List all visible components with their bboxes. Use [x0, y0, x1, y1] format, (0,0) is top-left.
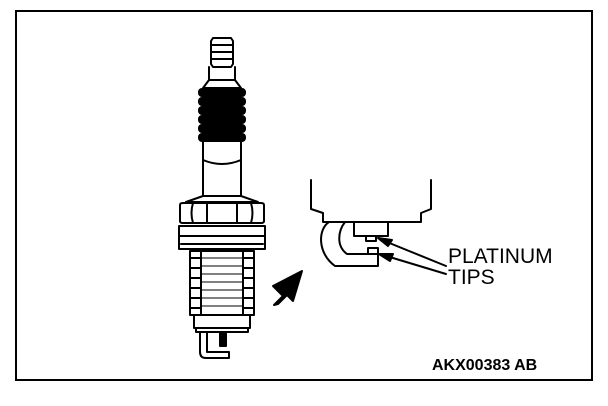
gasket — [178, 225, 266, 250]
insulator-top — [202, 79, 242, 89]
diagram-frame — [15, 10, 593, 381]
ground-electrode — [199, 331, 230, 359]
figure-code: AKX00383 AB — [432, 357, 538, 374]
detail-insulator — [353, 221, 389, 237]
platinum-tips-label-line2: TIPS — [448, 266, 495, 289]
hex-nut — [179, 202, 265, 224]
electrode-detail — [310, 179, 432, 267]
terminal-nut — [210, 37, 234, 68]
terminal-stem — [208, 66, 236, 81]
insulator-body — [202, 141, 242, 197]
insulator-ribs — [198, 88, 246, 142]
callout-leaders — [377, 237, 447, 275]
detail-ground-tip — [367, 247, 379, 255]
center-electrode — [219, 331, 227, 347]
detail-shell — [310, 179, 432, 223]
pointer-arrow — [272, 270, 303, 306]
threaded-body — [189, 250, 255, 316]
detail-ground-electrode — [320, 221, 379, 267]
platinum-tips-label-line1: PLATINUM — [448, 245, 553, 268]
detail-center-tip — [365, 235, 377, 242]
spark-plug — [178, 37, 266, 359]
